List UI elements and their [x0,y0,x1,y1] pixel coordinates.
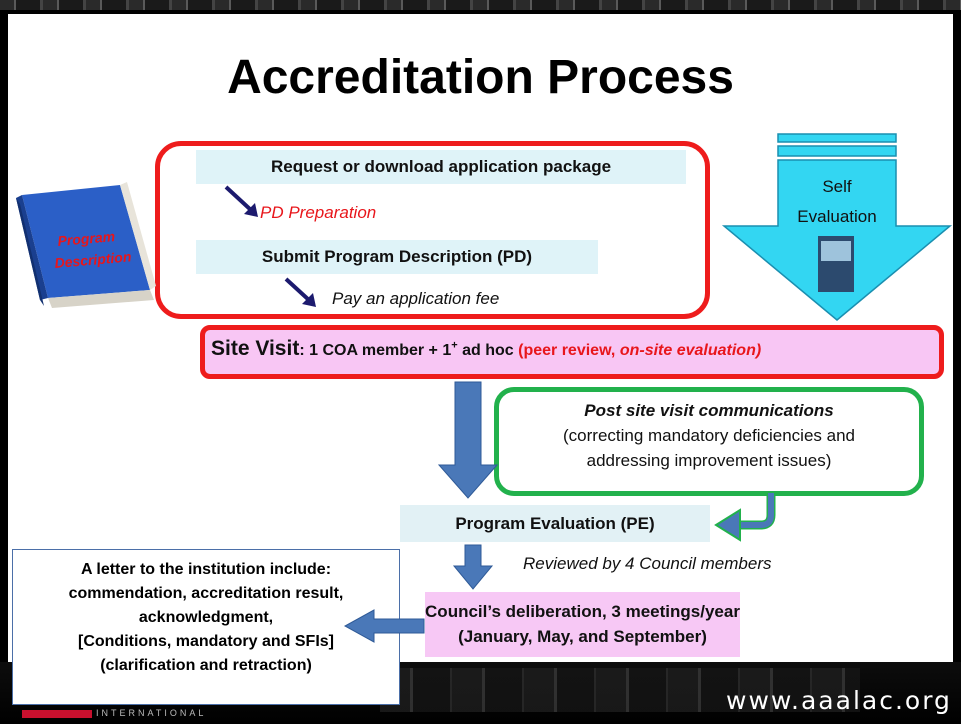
council-line1: Council’s deliberation, 3 meetings/year [425,602,740,621]
footer-url: www.aaalac.org [726,686,952,715]
letter-line3: acknowledgment, [138,609,274,626]
pd-preparation-label: PD Preparation [260,203,377,222]
pd-preparation-arrow [224,185,258,217]
binder-label-program: Program [57,228,116,249]
post-visit-line2: addressing improvement issues) [586,451,832,470]
application-group-box [155,141,710,319]
post-visit-return-arrow [714,493,776,542]
submit-pd-step: Submit Program Description (PD) [196,240,598,274]
self-evaluation-arrow: Self Evaluation [721,133,953,321]
site-visit-onsite: on-site evaluation) [619,342,762,359]
self-eval-line2: Evaluation [797,207,876,226]
top-decorative-bar [0,0,961,10]
reviewed-by-label: Reviewed by 4 Council members [523,554,772,573]
footer-org-label: INTERNATIONAL [96,708,207,718]
site-visit-text: Site Visit: 1 COA member + 1+ ad hoc (pe… [211,337,761,361]
letter-line1: A letter to the institution include: [80,561,332,578]
letter-box: A letter to the institution include: com… [12,549,400,705]
footer-red-bar [22,710,92,718]
self-eval-line1: Self [822,177,852,196]
letter-line5: (clarification and retraction) [100,657,312,674]
council-line2: (January, May, and September) [458,627,707,646]
site-visit-superscript: + [451,339,458,352]
pay-fee-arrow [284,277,316,307]
letter-line4: [Conditions, mandatory and SFIs] [77,633,334,650]
post-visit-text: Post site visit communications (correcti… [499,398,919,473]
pe-down-arrow [452,544,494,590]
post-visit-box [494,387,924,496]
site-visit-adhoc: ad hoc [457,342,519,359]
site-visit-box [200,325,944,379]
site-visit-detail: : 1 COA member + 1 [299,342,452,359]
request-step: Request or download application package [196,150,686,184]
council-left-arrow [343,609,425,643]
post-visit-title: Post site visit communications [584,401,834,420]
council-deliberation-box: Council’s deliberation, 3 meetings/year … [425,592,740,657]
pay-fee-label: Pay an application fee [332,289,500,308]
site-visit-down-arrow [437,381,499,499]
site-visit-peer: (peer review, [518,342,620,359]
footer-decorative-strip [380,668,860,712]
program-evaluation-step: Program Evaluation (PE) [400,505,710,542]
site-visit-label: Site Visit [211,337,300,360]
binder-label-description: Description [54,248,132,271]
slide-title: Accreditation Process [227,51,734,104]
post-visit-line1: (correcting mandatory deficiencies and [563,426,855,445]
letter-line2: commendation, accreditation result, [68,585,344,602]
program-description-binder-icon: Program Description [16,182,156,308]
